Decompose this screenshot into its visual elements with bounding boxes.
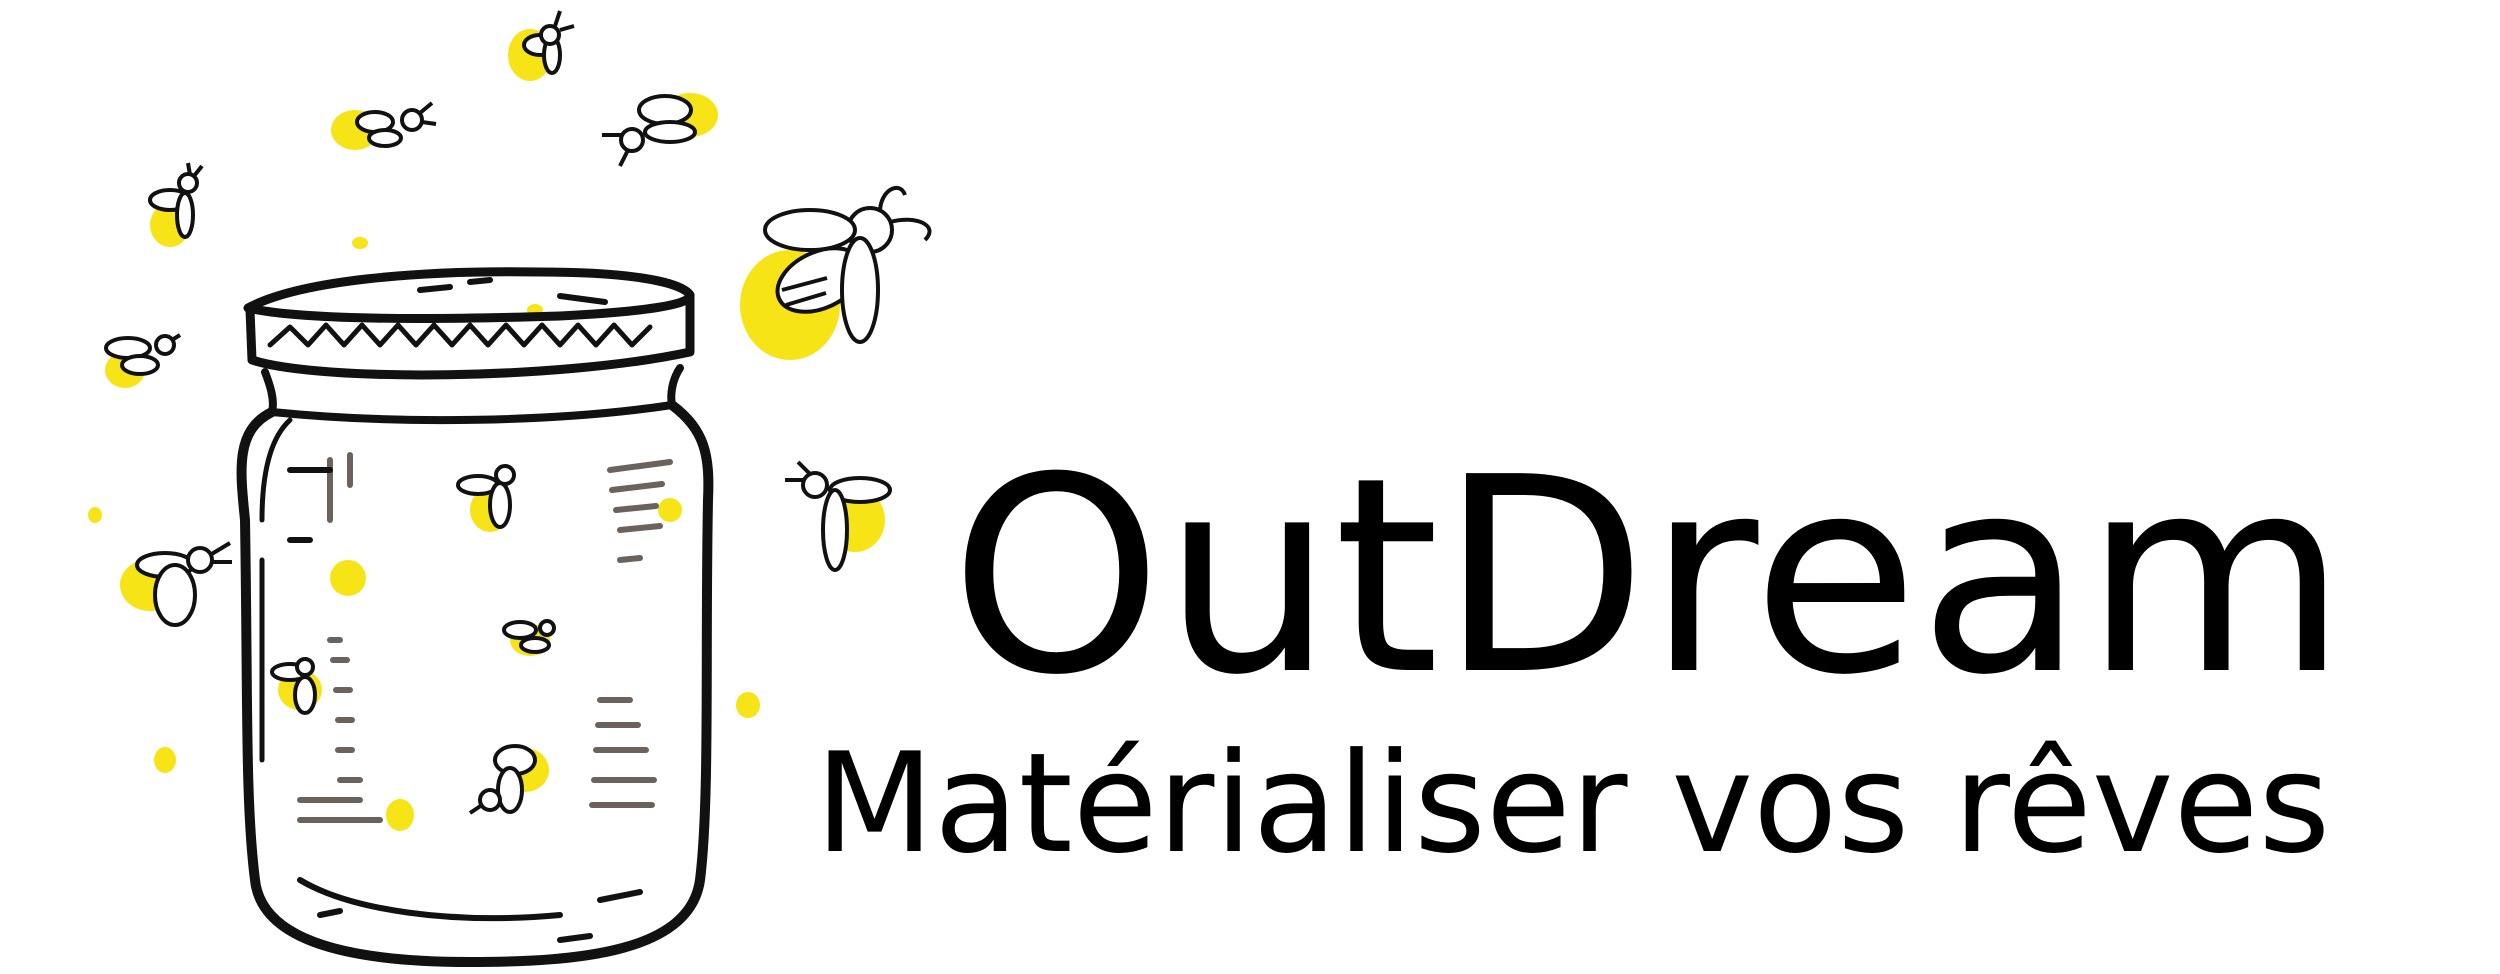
fireflies — [104, 10, 932, 815]
brand-name: OutDream — [950, 419, 2348, 734]
firefly-icon — [508, 10, 575, 81]
firefly-icon — [785, 460, 892, 572]
firefly-icon — [270, 657, 322, 715]
firefly-icon — [331, 101, 437, 150]
glass-jar — [236, 267, 714, 967]
firefly-icon — [120, 541, 232, 627]
firefly-icon — [456, 464, 516, 532]
firefly-icon — [602, 93, 718, 167]
firefly-large-icon — [740, 185, 932, 360]
firefly-icon — [468, 744, 549, 815]
firefly-icon — [148, 162, 204, 247]
firefly-icon — [502, 619, 556, 656]
firefly-icon — [104, 333, 182, 388]
brand-tagline: Matérialiser vos rêves — [815, 723, 2331, 884]
glow-dots — [88, 237, 760, 831]
